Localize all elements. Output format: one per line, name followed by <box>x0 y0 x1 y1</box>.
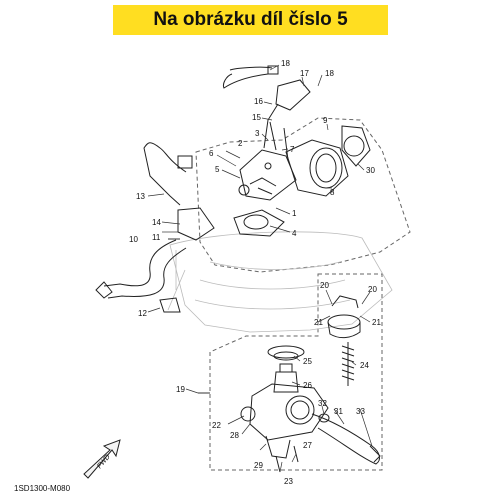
callout-16: 16 <box>254 97 263 106</box>
callout-29: 29 <box>254 461 263 470</box>
intake-assembly <box>223 65 371 237</box>
callout-14: 14 <box>152 218 161 227</box>
callout-13: 13 <box>136 192 145 201</box>
title-banner: Na obrázku díl číslo 5 <box>113 5 388 35</box>
diagram-code: 1SD1300-M080 <box>14 484 71 493</box>
callout-4: 4 <box>292 229 297 238</box>
callout-15: 15 <box>252 113 261 122</box>
callout-19: 19 <box>176 385 185 394</box>
callout-27: 27 <box>303 441 312 450</box>
callout-5: 5 <box>215 165 220 174</box>
callout-10: 10 <box>129 235 138 244</box>
hose-and-wiring <box>95 142 215 313</box>
callout-26: 26 <box>303 381 312 390</box>
callout-31: 31 <box>334 407 343 416</box>
carburetor-parts <box>240 295 381 473</box>
fwd-label: FWD <box>96 453 112 470</box>
callout-12: 12 <box>138 309 147 318</box>
callout-9: 9 <box>323 116 328 125</box>
title-text: Na obrázku díl číslo 5 <box>153 9 348 30</box>
callout-33: 33 <box>356 407 365 416</box>
callout-2: 2 <box>238 139 243 148</box>
callout-21-left: 21 <box>314 318 323 327</box>
callout-17: 17 <box>300 69 309 78</box>
callout-1: 1 <box>292 209 297 218</box>
callout-21-right: 21 <box>372 318 381 327</box>
callout-25: 25 <box>303 357 312 366</box>
callout-18-top: 18 <box>281 59 290 68</box>
callout-23: 23 <box>284 477 293 486</box>
leader-lines <box>147 64 373 473</box>
carburetor-group-outline <box>209 273 383 471</box>
callout-20-left: 20 <box>320 281 329 290</box>
callout-28: 28 <box>230 431 239 440</box>
callout-32: 32 <box>318 399 327 408</box>
fwd-arrow <box>83 439 121 479</box>
callout-7: 7 <box>290 145 295 154</box>
callout-labels: 18 17 18 16 15 3 2 7 6 5 9 30 8 13 1 14 … <box>129 59 381 486</box>
callout-3: 3 <box>255 129 260 138</box>
callout-30: 30 <box>366 166 375 175</box>
engine-outline <box>167 231 393 333</box>
callout-22: 22 <box>212 421 221 430</box>
callout-6: 6 <box>209 149 214 158</box>
upper-group-outline <box>195 117 411 273</box>
callout-20-right: 20 <box>368 285 377 294</box>
callout-11: 11 <box>152 233 161 242</box>
callout-8: 8 <box>330 188 335 197</box>
callout-18-right: 18 <box>325 69 334 78</box>
callout-24: 24 <box>360 361 369 370</box>
